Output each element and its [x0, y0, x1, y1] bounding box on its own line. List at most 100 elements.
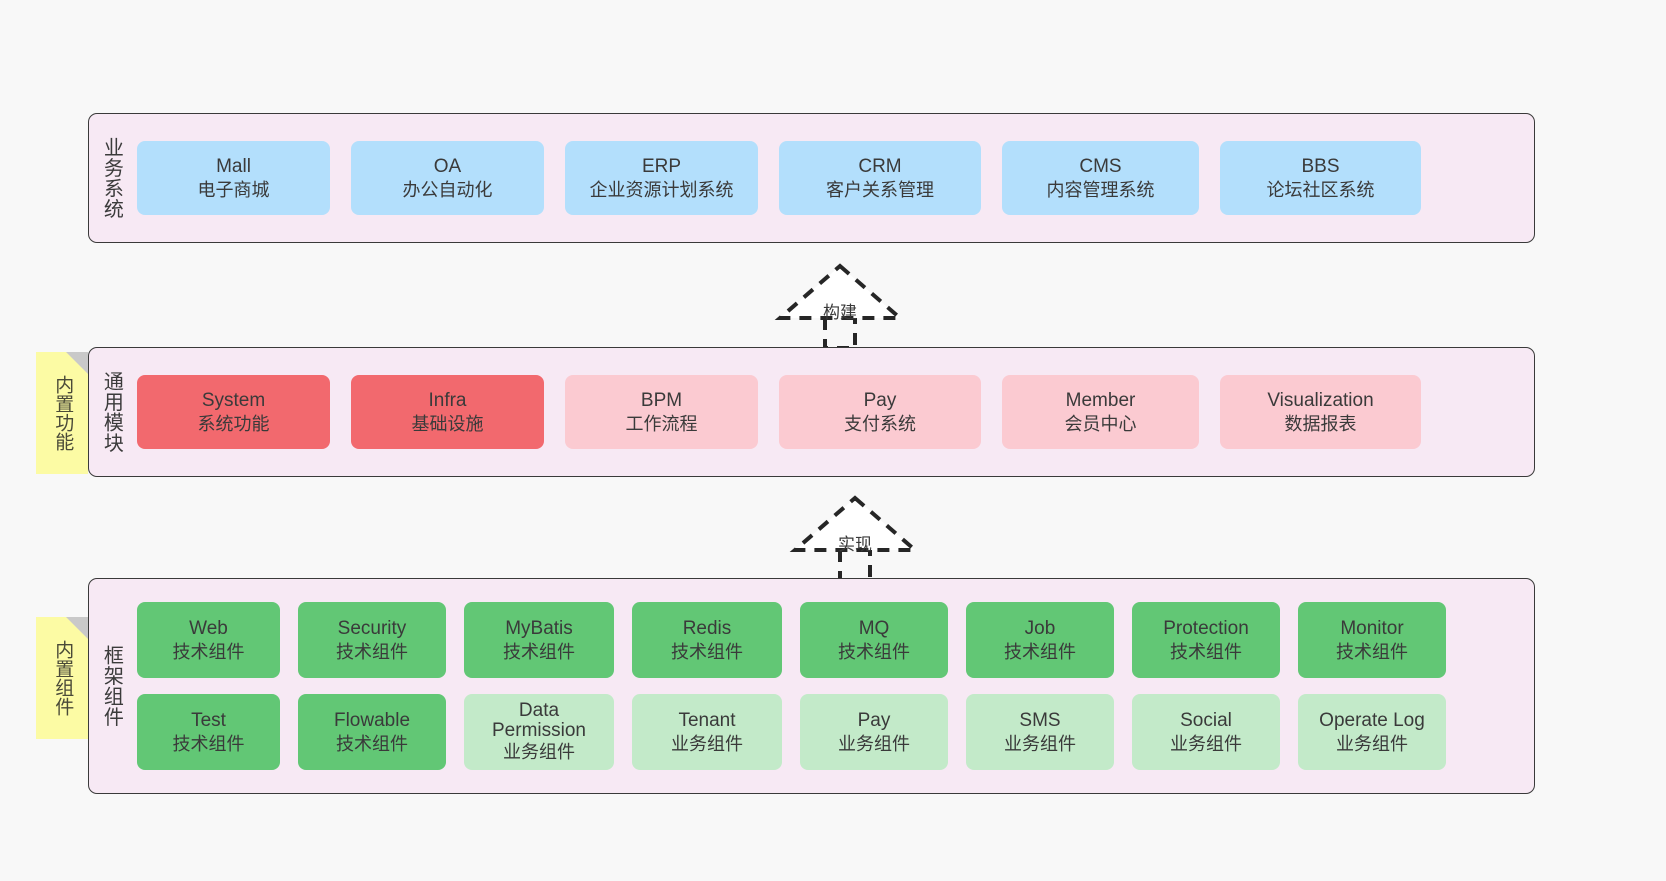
sticky-note-builtin-components: 内置组件: [36, 617, 88, 739]
sticky-note-builtin-features: 内置功能: [36, 352, 88, 474]
node-title: Tenant: [678, 709, 736, 731]
node-subtitle: 业务组件: [1004, 733, 1076, 754]
node-test[interactable]: Test 技术组件: [137, 694, 280, 770]
node-monitor[interactable]: Monitor 技术组件: [1298, 602, 1446, 678]
node-infra[interactable]: Infra 基础设施: [351, 375, 544, 449]
folded-corner-icon: [66, 352, 88, 374]
node-subtitle: 基础设施: [411, 413, 484, 434]
node-title: MyBatis: [505, 617, 573, 639]
node-subtitle: 内容管理系统: [1046, 179, 1155, 200]
node-web[interactable]: Web 技术组件: [137, 602, 280, 678]
node-sms[interactable]: SMS 业务组件: [966, 694, 1114, 770]
node-subtitle: 技术组件: [1004, 641, 1076, 662]
node-subtitle: 客户关系管理: [826, 179, 934, 200]
node-title: OA: [433, 155, 462, 177]
node-bbs[interactable]: BBS 论坛社区系统: [1220, 141, 1421, 215]
node-subtitle: 会员中心: [1064, 413, 1137, 434]
node-title: Social: [1180, 709, 1232, 731]
connector-label: 实现: [838, 535, 872, 554]
node-mq[interactable]: MQ 技术组件: [800, 602, 948, 678]
node-subtitle: 技术组件: [336, 733, 408, 754]
node-title: Operate Log: [1319, 709, 1425, 731]
node-subtitle: 业务组件: [1170, 733, 1242, 754]
node-member[interactable]: Member 会员中心: [1002, 375, 1199, 449]
layer-body-framework-components: Web 技术组件 Security 技术组件 MyBatis 技术组件 Redi…: [133, 579, 1534, 793]
node-cms[interactable]: CMS 内容管理系统: [1002, 141, 1199, 215]
node-crm[interactable]: CRM 客户关系管理: [779, 141, 981, 215]
node-title: Pay: [863, 389, 897, 411]
node-subtitle: 技术组件: [1170, 641, 1242, 662]
node-job[interactable]: Job 技术组件: [966, 602, 1114, 678]
node-title: Monitor: [1340, 617, 1404, 639]
layer-body-business-systems: Mall 电子商城 OA 办公自动化 ERP 企业资源计划系统 CRM 客户关系…: [133, 114, 1534, 242]
node-row: Web 技术组件 Security 技术组件 MyBatis 技术组件 Redi…: [137, 602, 1518, 678]
sticky-note-label: 内置功能: [52, 375, 74, 451]
layer-framework-components: 框架组件 Web 技术组件 Security 技术组件 MyBatis 技术组件…: [88, 578, 1535, 794]
node-subtitle: 企业资源计划系统: [589, 179, 734, 200]
node-subtitle: 论坛社区系统: [1266, 179, 1375, 200]
layer-title-business-systems: 业务系统: [100, 137, 123, 219]
node-title: Job: [1024, 617, 1056, 639]
node-title: ERP: [641, 155, 682, 177]
node-title: Security: [337, 617, 407, 639]
node-title: MQ: [858, 617, 890, 639]
node-operate-log[interactable]: Operate Log 业务组件: [1298, 694, 1446, 770]
node-pay[interactable]: Pay 支付系统: [779, 375, 981, 449]
node-title: CMS: [1079, 155, 1122, 177]
node-subtitle: 电子商城: [197, 179, 270, 200]
node-subtitle: 支付系统: [844, 413, 916, 434]
node-title: Protection: [1163, 617, 1249, 639]
node-subtitle: 技术组件: [838, 641, 910, 662]
node-title: Infra: [428, 389, 467, 411]
node-subtitle: 业务组件: [838, 733, 910, 754]
node-title: Mall: [216, 155, 251, 177]
node-flowable[interactable]: Flowable 技术组件: [298, 694, 446, 770]
connector-label: 构建: [823, 303, 857, 322]
node-visualization[interactable]: Visualization 数据报表: [1220, 375, 1421, 449]
node-social[interactable]: Social 业务组件: [1132, 694, 1280, 770]
node-oa[interactable]: OA 办公自动化: [351, 141, 544, 215]
node-title: SMS: [1019, 709, 1061, 731]
connector-build: 构建: [755, 260, 925, 350]
node-title: Test: [191, 709, 226, 731]
node-erp[interactable]: ERP 企业资源计划系统: [565, 141, 758, 215]
node-subtitle: 工作流程: [625, 413, 698, 434]
node-title: Redis: [682, 617, 732, 639]
connector-implement: 实现: [770, 492, 940, 582]
node-redis[interactable]: Redis 技术组件: [632, 602, 782, 678]
layer-common-modules: 通用模块 System 系统功能 Infra 基础设施 BPM 工作流程 Pay…: [88, 347, 1535, 477]
node-subtitle: 业务组件: [1336, 733, 1408, 754]
node-subtitle: 技术组件: [1336, 641, 1408, 662]
node-row: Test 技术组件 Flowable 技术组件 Data Permission …: [137, 694, 1518, 770]
layer-title-common-modules: 通用模块: [100, 371, 123, 453]
node-subtitle: 办公自动化: [402, 179, 493, 200]
node-security[interactable]: Security 技术组件: [298, 602, 446, 678]
node-bpm[interactable]: BPM 工作流程: [565, 375, 758, 449]
node-title: Visualization: [1267, 389, 1374, 411]
layer-business-systems: 业务系统 Mall 电子商城 OA 办公自动化 ERP 企业资源计划系统 CRM…: [88, 113, 1535, 243]
node-title: Member: [1065, 389, 1136, 411]
node-data-permission[interactable]: Data Permission 业务组件: [464, 694, 614, 770]
node-subtitle: 业务组件: [671, 733, 743, 754]
node-subtitle: 技术组件: [503, 641, 575, 662]
node-title: Pay: [857, 709, 891, 731]
node-pay-component[interactable]: Pay 业务组件: [800, 694, 948, 770]
node-subtitle: 业务组件: [503, 741, 575, 762]
node-title: CRM: [858, 155, 902, 177]
node-subtitle: 技术组件: [336, 641, 408, 662]
node-subtitle: 数据报表: [1284, 413, 1357, 434]
node-title: System: [201, 389, 266, 411]
layer-title-framework-components: 框架组件: [100, 645, 123, 727]
node-row: Mall 电子商城 OA 办公自动化 ERP 企业资源计划系统 CRM 客户关系…: [137, 141, 1518, 215]
node-system[interactable]: System 系统功能: [137, 375, 330, 449]
node-row: System 系统功能 Infra 基础设施 BPM 工作流程 Pay 支付系统…: [137, 375, 1518, 449]
node-mall[interactable]: Mall 电子商城: [137, 141, 330, 215]
node-tenant[interactable]: Tenant 业务组件: [632, 694, 782, 770]
node-subtitle: 技术组件: [172, 641, 245, 662]
node-title: Web: [189, 617, 228, 639]
node-subtitle: 系统功能: [197, 413, 270, 434]
node-mybatis[interactable]: MyBatis 技术组件: [464, 602, 614, 678]
layer-body-common-modules: System 系统功能 Infra 基础设施 BPM 工作流程 Pay 支付系统…: [133, 348, 1534, 476]
node-protection[interactable]: Protection 技术组件: [1132, 602, 1280, 678]
